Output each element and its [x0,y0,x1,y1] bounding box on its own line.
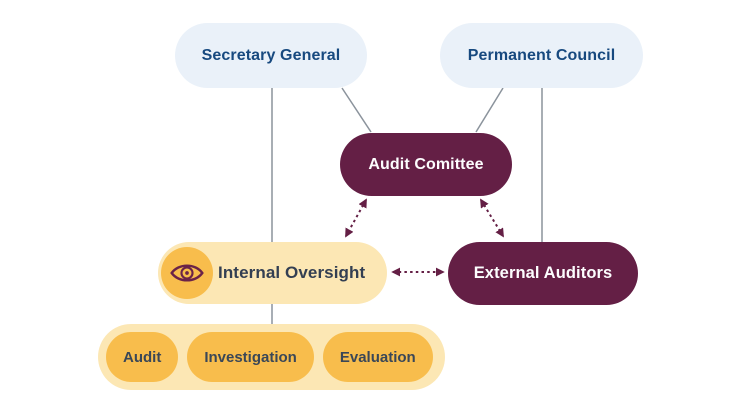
edge-committee-external-dashed [480,198,504,238]
eye-icon [161,247,213,299]
node-internal-oversight: Internal Oversight [158,242,387,304]
edge-secretary-to-committee [341,87,372,133]
oversight-functions-group: Audit Investigation Evaluation [98,324,445,390]
audit-committee-label: Audit Comittee [368,155,484,173]
node-permanent-council: Permanent Council [440,23,643,88]
node-secretary-general: Secretary General [175,23,367,88]
node-audit-committee: Audit Comittee [340,133,512,196]
edge-council-to-committee [475,87,504,133]
permanent-council-label: Permanent Council [467,46,616,64]
internal-oversight-label: Internal Oversight [218,263,366,282]
external-auditors-label: External Auditors [473,264,613,282]
function-pill-audit: Audit [106,332,179,382]
node-external-auditors: External Auditors [448,242,638,305]
function-pill-investigation: Investigation [187,332,314,382]
function-pill-evaluation: Evaluation [322,332,433,382]
secretary-general-label: Secretary General [201,46,341,64]
edge-committee-oversight-dashed [345,198,367,238]
